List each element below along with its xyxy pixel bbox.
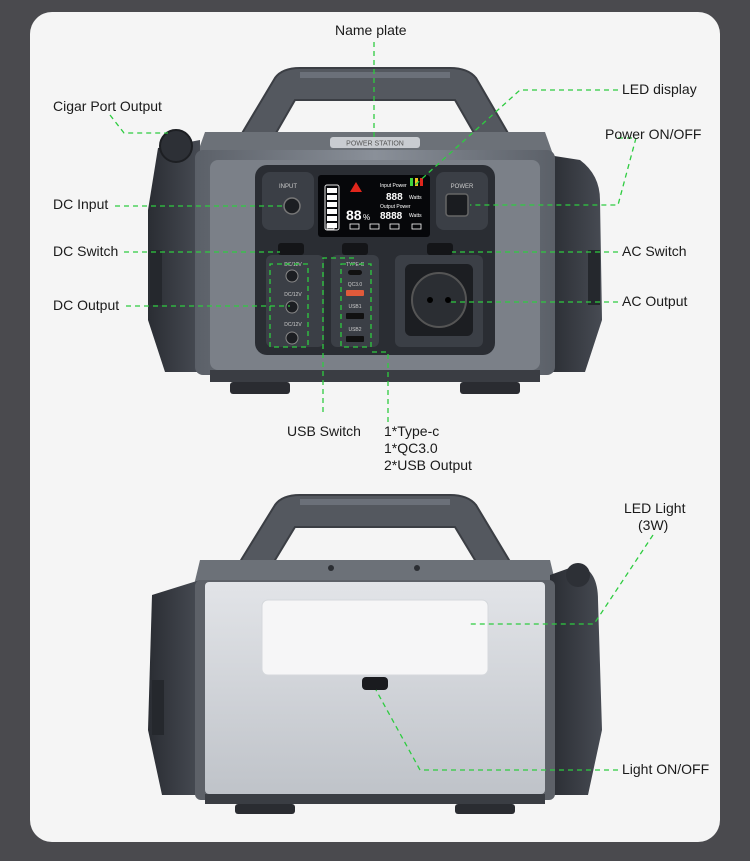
dc-switch bbox=[278, 243, 304, 255]
light-switch bbox=[362, 677, 388, 690]
led-light-label: LED Light bbox=[624, 500, 686, 516]
dc-output-label: DC Output bbox=[53, 297, 120, 313]
leader-lines bbox=[109, 42, 654, 771]
svg-text:%: % bbox=[363, 213, 370, 222]
dc-input-port bbox=[283, 197, 301, 215]
dc-input-label: DC Input bbox=[53, 196, 109, 212]
led-light-panel bbox=[261, 599, 489, 676]
usb-output-label-2: 1*QC3.0 bbox=[384, 440, 438, 456]
svg-text:USB1: USB1 bbox=[348, 304, 361, 310]
usb-switch bbox=[342, 243, 368, 255]
svg-text:88: 88 bbox=[346, 207, 362, 223]
svg-text:Watts: Watts bbox=[409, 195, 422, 201]
name-plate-label: Name plate bbox=[335, 22, 407, 38]
svg-text:Watts: Watts bbox=[409, 213, 422, 219]
power-button bbox=[445, 193, 469, 217]
svg-text:USB2: USB2 bbox=[348, 327, 361, 333]
svg-text:DC/12V: DC/12V bbox=[284, 322, 302, 328]
svg-text:Output Power: Output Power bbox=[380, 204, 411, 210]
usb-output-label-3: 2*USB Output bbox=[384, 457, 472, 473]
ac-socket bbox=[411, 272, 467, 328]
usb-output-label-1: 1*Type-c bbox=[384, 423, 440, 439]
cigar-port-label: Cigar Port Output bbox=[53, 98, 162, 114]
dc-switch-label: DC Switch bbox=[53, 243, 119, 259]
led-display bbox=[318, 175, 430, 237]
svg-text:888: 888 bbox=[386, 192, 403, 203]
svg-text:8888: 8888 bbox=[380, 211, 403, 222]
power-onoff-label: Power ON/OFF bbox=[605, 126, 702, 142]
ac-output-label: AC Output bbox=[622, 293, 688, 309]
svg-text:TYPE-C: TYPE-C bbox=[346, 262, 365, 268]
svg-text:POWER STATION: POWER STATION bbox=[346, 141, 404, 148]
svg-text:DC/12V: DC/12V bbox=[284, 292, 302, 298]
svg-text:Input Power: Input Power bbox=[380, 183, 407, 189]
usb-switch-label: USB Switch bbox=[287, 423, 361, 439]
ac-switch-label: AC Switch bbox=[622, 243, 687, 259]
ac-switch bbox=[427, 243, 453, 255]
light-onoff-label: Light ON/OFF bbox=[622, 761, 710, 777]
led-display-label: LED display bbox=[622, 81, 697, 97]
svg-text:DC/12V: DC/12V bbox=[284, 262, 302, 268]
svg-text:POWER: POWER bbox=[451, 184, 474, 190]
rear-view bbox=[148, 494, 602, 814]
svg-text:INPUT: INPUT bbox=[279, 184, 297, 190]
led-light-power-label: (3W) bbox=[638, 517, 669, 533]
cigar-port bbox=[159, 129, 193, 163]
name-plate bbox=[330, 137, 420, 148]
front-view: POWER STATION INPUT 88 % Input Power 888… bbox=[148, 67, 602, 394]
svg-text:QC3.0: QC3.0 bbox=[348, 282, 363, 288]
